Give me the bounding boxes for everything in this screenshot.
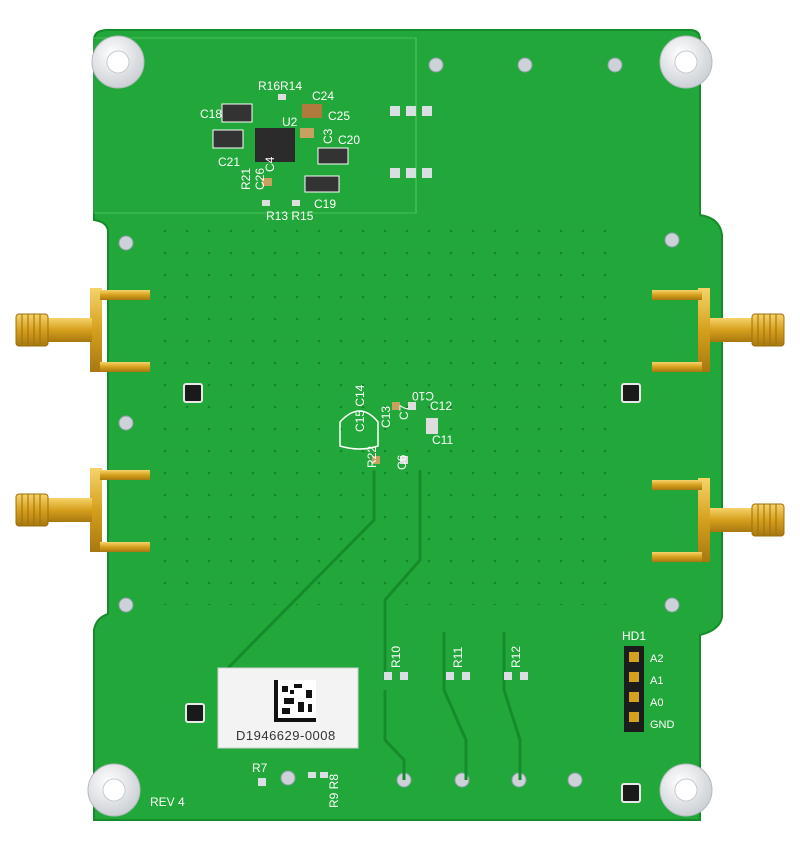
designator-c18: C18 [200,107,222,121]
designator-r22: R22 [365,446,379,468]
designator-r9r8: R9 R8 [327,774,341,808]
header-pin-a2: A2 [650,653,663,665]
designator-c6: C6 [395,454,409,470]
designator-c12: C12 [430,399,452,413]
designator-r16r14: R16R14 [258,79,302,93]
revision-label: REV 4 [150,795,185,809]
serial-sticker: D1946629-0008 [217,667,359,749]
designator-c24: C24 [312,89,334,103]
designator-c19: C19 [314,197,336,211]
jumper-blocks [183,383,641,803]
designator-c3: C3 [321,128,335,144]
sma-connector-right-top [652,288,785,372]
designator-c10: C10 [412,389,434,403]
test-pads-top [390,106,432,178]
header-pin-a1: A1 [650,675,663,687]
standoff-top-right [659,35,713,89]
header-hd1 [624,646,644,732]
via-field [150,225,610,605]
header-label: HD1 [622,629,646,643]
header-pin-a0: A0 [650,697,663,709]
designator-c7: C7 [397,404,411,420]
designator-c21: C21 [218,155,240,169]
designator-r10: R10 [389,646,403,668]
designator-r12: R12 [509,646,523,668]
designator-u2: U2 [282,115,298,129]
designator-c26: C26 [253,168,267,190]
signal-traces [226,470,522,780]
designator-c20: C20 [338,133,360,147]
sma-connector-left-top [15,288,150,372]
standoff-top-left [91,35,145,89]
designator-r11: R11 [451,647,465,668]
designator-c15c14: C15 C14 [353,384,367,432]
header-pin-gnd: GND [650,719,675,731]
silkscreen-labels: R16R14 C24 C18 C25 U2 C3 C20 C21 C4 R21 … [150,79,675,809]
designator-c11: C11 [432,433,453,447]
designator-r7: R7 [252,761,268,775]
plated-holes [118,57,680,788]
designator-r13r15: R13 R15 [266,209,314,223]
designator-r21: R21 [239,168,253,190]
serial-number: D1946629-0008 [236,728,336,743]
designator-c13: C13 [379,406,393,428]
standoff-bottom-right [659,763,713,817]
standoff-bottom-left [87,763,141,817]
power-section-components [212,94,349,206]
sma-connector-left-bottom [15,468,150,552]
designator-c4: C4 [263,156,277,172]
rf-center-components [339,402,438,464]
resistor-pads-bottom [258,672,528,786]
datamatrix-code [274,680,316,722]
designator-c25: C25 [328,109,350,123]
sma-connector-right-bottom [652,478,785,562]
